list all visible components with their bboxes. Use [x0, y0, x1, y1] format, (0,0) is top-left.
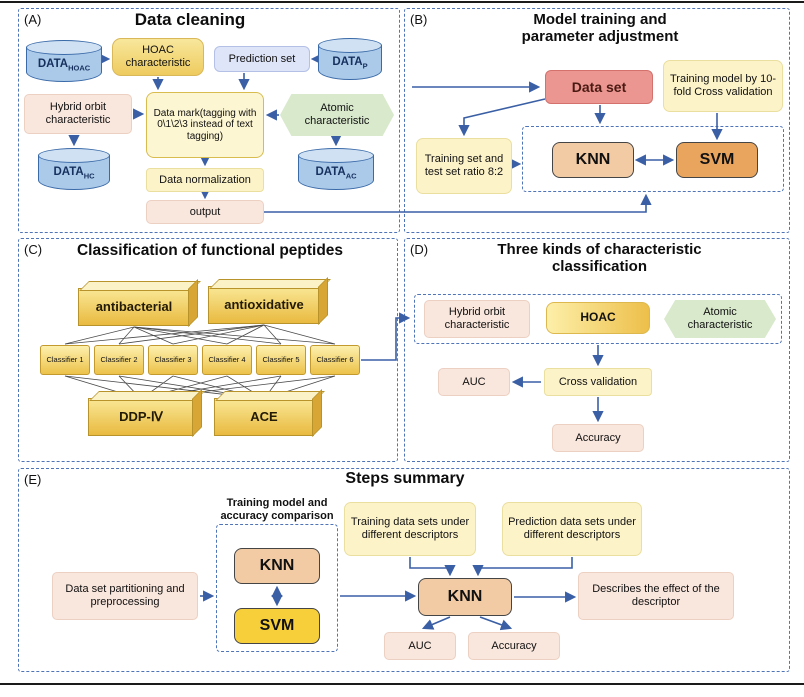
node-antibacterial: antibacterial [78, 288, 190, 326]
model-dashed-frame-e [216, 524, 338, 652]
bottom-rule [0, 683, 804, 685]
model-dashed-frame-b [522, 126, 784, 192]
cylinder-data-p-label: DATAP [332, 55, 368, 71]
node-cross-validation: Cross validation [544, 368, 652, 396]
cylinder-data-hc-label: DATAHC [53, 165, 95, 181]
cylinder-data-hoac-label: DATAHOAC [37, 57, 91, 73]
node-svm-b: SVM [676, 142, 758, 178]
node-hoac-characteristic: HOAC characteristic [112, 38, 204, 76]
panel-a-tag: (A) [24, 12, 42, 27]
cylinder-data-hoac: DATAHOAC [26, 40, 102, 82]
node-ace: ACE [214, 398, 314, 436]
node-classifier-5: Classifier 5 [256, 345, 306, 375]
cylinder-data-hc: DATAHC [38, 148, 110, 190]
node-knn-b: KNN [552, 142, 634, 178]
panel-c-tag: (C) [24, 242, 43, 257]
node-accuracy-d: Accuracy [552, 424, 644, 452]
node-hoac-d: HOAC [546, 302, 650, 334]
node-data-set: Data set [545, 70, 653, 104]
node-atomic-characteristic-hexagon: Atomic characteristic [280, 94, 394, 136]
node-data-normalization: Data normalization [146, 168, 264, 192]
panel-d-tag: (D) [410, 242, 429, 257]
cylinder-data-ac-label: DATAAC [315, 165, 357, 181]
node-hybrid-orbit-characteristic-d: Hybrid orbit characteristic [424, 300, 530, 338]
node-knn-e-main: KNN [418, 578, 512, 616]
node-prediction-set: Prediction set [214, 46, 310, 72]
panel-b-tag: (B) [410, 12, 428, 27]
node-hybrid-orbit-characteristic: Hybrid orbit characteristic [24, 94, 132, 134]
panel-d-title: Three kinds of characteristic classifica… [497, 241, 702, 275]
node-classifier-3: Classifier 3 [148, 345, 198, 375]
node-classifier-2: Classifier 2 [94, 345, 144, 375]
panel-c-title: Classification of functional peptides [76, 242, 344, 259]
node-output: output [146, 200, 264, 224]
characteristics-dashed-frame-d [414, 294, 782, 344]
node-training-test-ratio: Training set and test set ratio 8:2 [416, 138, 512, 194]
node-knn-e-compare: KNN [234, 548, 320, 584]
node-atomic-characteristic-hexagon-d: Atomic characteristic [664, 300, 776, 338]
node-describes-effect: Describes the effect of the descriptor [578, 572, 734, 620]
node-data-mark: Data mark(tagging with 0\1\2\3 instead o… [146, 92, 264, 158]
node-svm-e: SVM [234, 608, 320, 644]
node-antioxidative: antioxidative [208, 286, 320, 324]
node-classifier-4: Classifier 4 [202, 345, 252, 375]
node-auc-e: AUC [384, 632, 456, 660]
cylinder-data-ac: DATAAC [298, 148, 374, 190]
panel-e-title: Steps summary [345, 470, 465, 487]
panel-e-tag: (E) [24, 472, 42, 487]
node-classifier-6: Classifier 6 [310, 345, 360, 375]
node-training-data-sets: Training data sets under different descr… [344, 502, 476, 556]
node-prediction-data-sets: Prediction data sets under different des… [502, 502, 642, 556]
node-accuracy-e: Accuracy [468, 632, 560, 660]
node-auc-d: AUC [438, 368, 510, 396]
top-rule [0, 1, 804, 3]
panel-b-title: Model training and parameter adjustment [521, 11, 679, 45]
cylinder-data-p: DATAP [318, 38, 382, 80]
node-training-model-10fold: Training model by 10-fold Cross validati… [663, 60, 783, 112]
node-ddp-iv: DDP-Ⅳ [88, 398, 194, 436]
label-training-model-accuracy: Training model and accuracy comparison [220, 497, 334, 522]
node-data-partitioning: Data set partitioning and preprocessing [52, 572, 198, 620]
panel-a-title: Data cleaning [134, 10, 246, 29]
node-classifier-1: Classifier 1 [40, 345, 90, 375]
